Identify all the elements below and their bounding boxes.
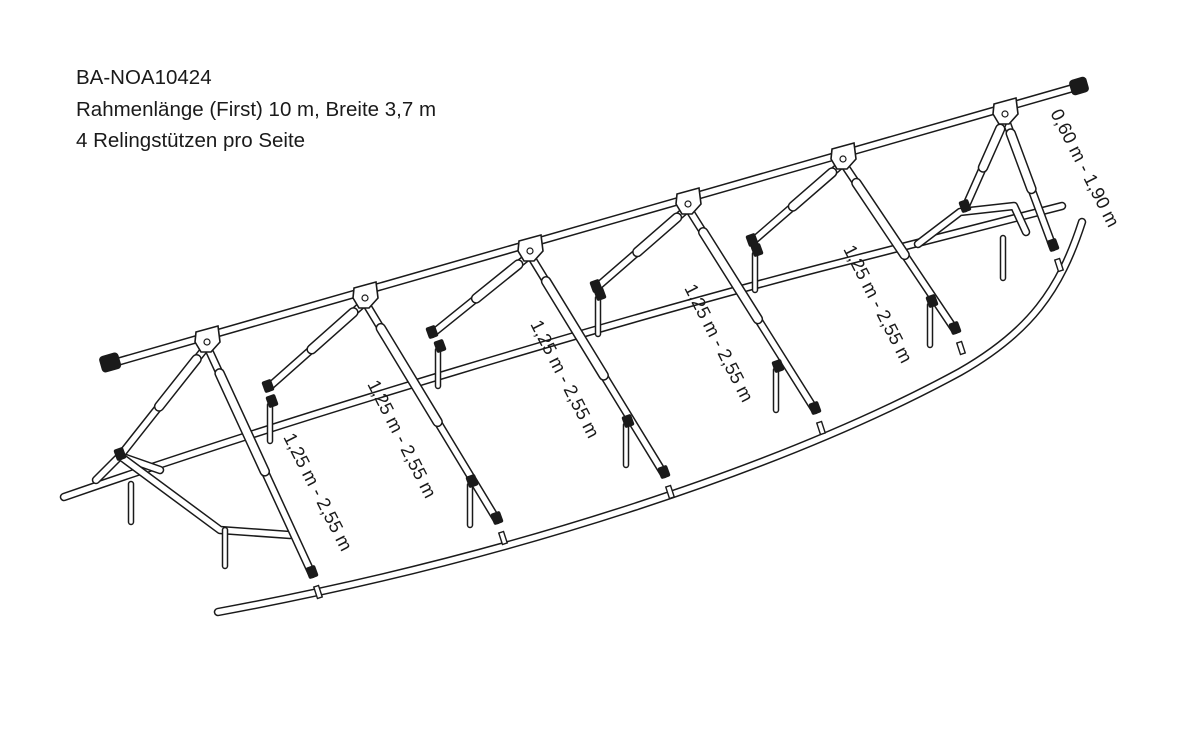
ridge-joints [194,96,1019,353]
front-rafter-1-sleeve [215,369,269,476]
front-rafter-6-sleeve [1007,129,1036,193]
dimension-label-strut-2: 1,25 m - 2,55 m [363,376,441,501]
rear-rafter-2-sleeve [307,308,358,354]
ridge-joint-6-bolt [1001,110,1009,118]
rear-rafter-1-sleeve [155,355,201,411]
front-post-clamp-3 [771,359,785,373]
frame-spec: Rahmenlänge (First) 10 m, Breite 3,7 m [76,98,437,121]
ridge-joint-4-bolt [684,200,692,208]
front-eave-connector-3 [664,484,676,500]
front-eave-pipe-outline [213,217,1087,617]
front-eave-connector-6 [1053,257,1065,273]
front-foot-clamp-4 [808,401,822,415]
rear-rafter-6-sleeve [979,125,1004,172]
rear-rafter-5-sleeve [789,168,836,211]
ridge-joint-3-bolt [526,247,534,255]
rear-foot-clamp-6 [958,199,972,213]
ridge-joint-2-bolt [361,294,369,302]
front-eave-connector-4 [815,420,827,436]
ridge-joint-1-bolt [203,338,211,346]
telescopic-struts [115,113,1058,579]
rear-foot-clamp-2 [261,379,275,393]
front-eave-pipe [215,219,1085,615]
rear-foot-clamp-5 [745,233,759,247]
ridge-joint-5-bolt [839,155,847,163]
front-eave-connector-5 [955,340,967,356]
front-rafter-2-sleeve [377,324,442,426]
dimension-label-end-strut: 0,60 m - 1,90 m [1046,105,1124,230]
front-foot-clamp-2 [490,511,504,525]
front-foot-clamp-5 [948,321,962,335]
rear-rafter-4-sleeve [633,213,681,256]
rear-foot-clamp-3 [425,325,439,339]
ridge-end-cap-left [99,352,122,373]
rear-post-clamp-4 [750,243,764,257]
rear-foot-clamp-1 [113,447,127,461]
pipe-connectors [113,199,1065,600]
ridge-pipe [107,83,1083,367]
front-post-clamp-2 [621,414,635,428]
front-foot-clamp-3 [657,465,671,479]
front-eave-connector-1 [312,584,324,600]
rear-post-clamp-3 [593,287,607,301]
article-number: BA-NOA10424 [76,66,212,89]
railing-posts [127,234,1007,570]
rear-post-clamp-1 [265,394,279,408]
ridge-end-cap-right [1069,76,1089,96]
rear-rafter-3-sleeve [472,260,522,303]
right-end-rail [915,203,1029,247]
front-rafter-5-sleeve [852,179,909,259]
end-caps [99,76,1089,373]
front-post-clamp-1 [465,474,479,488]
front-rafter-4-sleeve [699,228,762,323]
front-foot-clamp-1 [305,565,319,579]
left-end-brace [117,453,293,538]
front-post-clamp-4 [925,294,939,308]
frame-pipes [59,81,1087,617]
front-eave-connector-2 [497,530,509,546]
rear-post-clamp-2 [433,339,447,353]
front-foot-clamp-6 [1046,238,1060,252]
posts-spec: 4 Relingstützen pro Seite [76,129,306,152]
front-rafter-3-sleeve [542,277,608,380]
